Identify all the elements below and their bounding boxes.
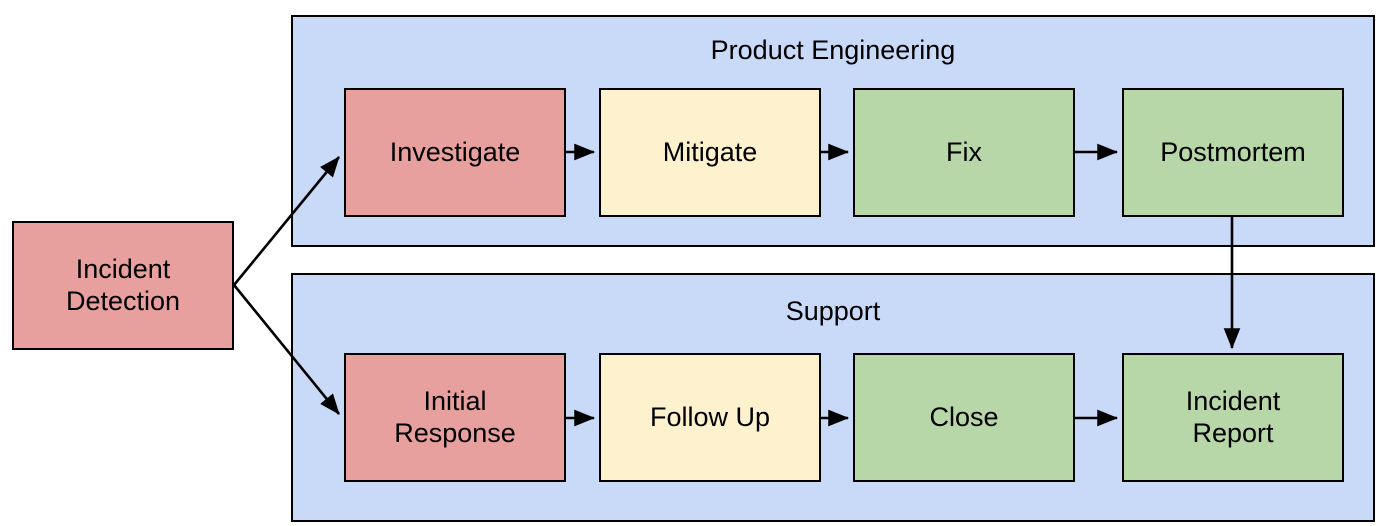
- lane-label-support: Support: [785, 296, 881, 326]
- node-postmortem[interactable]: Postmortem: [1122, 88, 1344, 217]
- node-incident-detection[interactable]: Incident Detection: [12, 221, 234, 350]
- node-initial-response[interactable]: Initial Response: [344, 353, 566, 482]
- node-fix[interactable]: Fix: [853, 88, 1075, 217]
- node-close[interactable]: Close: [853, 353, 1075, 482]
- lane-label-product-engineering: Product Engineering: [710, 35, 956, 65]
- node-follow-up[interactable]: Follow Up: [599, 353, 821, 482]
- node-investigate[interactable]: Investigate: [344, 88, 566, 217]
- node-incident-report[interactable]: Incident Report: [1122, 353, 1344, 482]
- node-mitigate[interactable]: Mitigate: [599, 88, 821, 217]
